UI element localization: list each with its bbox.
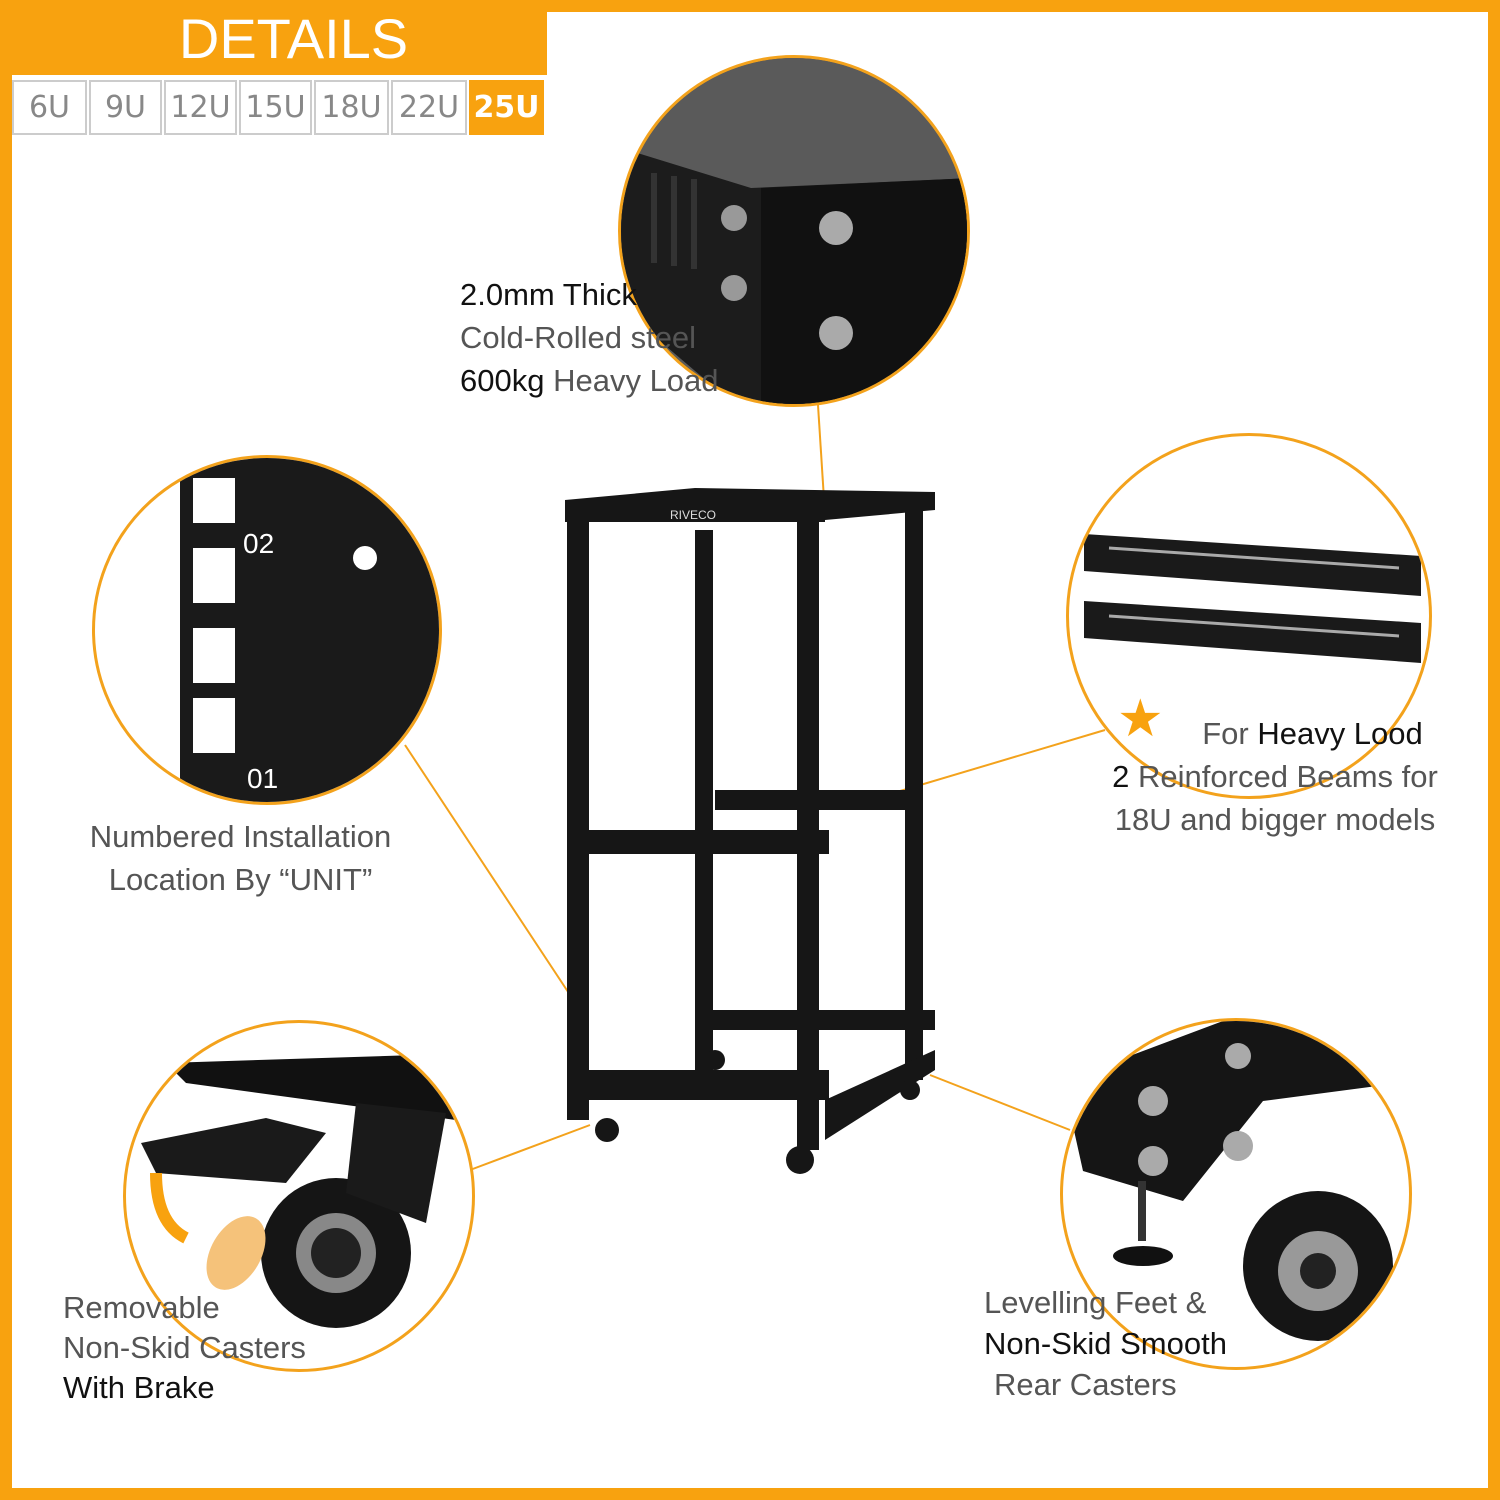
star-icon: ★ xyxy=(1117,690,1164,748)
casters-callout: Removable Non-Skid Casters With Brake xyxy=(63,1288,306,1408)
beams-for: For xyxy=(1202,716,1258,751)
details-header: DETAILS xyxy=(0,0,547,75)
tab-12u[interactable]: 12U xyxy=(164,80,237,135)
load-value: 600kg xyxy=(460,363,545,398)
unit-line-2: Location By “UNIT” xyxy=(108,862,373,897)
feet-line-2: Non-Skid Smooth xyxy=(984,1326,1227,1361)
casters-line-2: Non-Skid Casters xyxy=(63,1330,306,1365)
feet-line-3: Rear Casters xyxy=(994,1367,1177,1402)
unit-callout: Numbered Installation Location By “UNIT” xyxy=(73,815,408,901)
steel-line-1: 2.0mm Thick xyxy=(460,277,637,312)
casters-line-3: With Brake xyxy=(63,1370,215,1405)
size-tabs: 6U 9U 12U 15U 18U 22U 25U xyxy=(12,80,546,135)
tab-25u[interactable]: 25U xyxy=(469,80,544,135)
steel-line-2: Cold-Rolled steel xyxy=(460,320,697,355)
tab-9u[interactable]: 9U xyxy=(89,80,162,135)
open-frame-rack-image: RIVECO xyxy=(565,488,935,1174)
load-label: Heavy Load xyxy=(544,363,719,398)
casters-line-1: Removable xyxy=(63,1290,220,1325)
beams-heading: Heavy Lood xyxy=(1257,716,1423,751)
unit-numbering-image: 02 01 xyxy=(92,455,442,805)
corner-detail-image xyxy=(618,55,970,407)
beams-line-2: Reinforced Beams for xyxy=(1129,759,1438,794)
tab-15u[interactable]: 15U xyxy=(239,80,312,135)
levelling-feet-image xyxy=(1060,1018,1412,1370)
steel-callout: 2.0mm Thick Cold-Rolled steel 600kg Heav… xyxy=(460,273,719,402)
tab-22u[interactable]: 22U xyxy=(391,80,467,135)
beams-line-3: 18U and bigger models xyxy=(1114,802,1436,837)
beams-callout: ★ For Heavy Lood 2 Reinforced Beams for 1… xyxy=(1105,693,1445,841)
beam-count: 2 xyxy=(1112,759,1130,794)
feet-line-1: Levelling Feet & xyxy=(984,1285,1207,1320)
brand-logo: RIVECO xyxy=(670,508,716,522)
brake-caster-image xyxy=(123,1020,475,1372)
feet-callout: Levelling Feet & Non-Skid Smooth Rear Ca… xyxy=(984,1282,1227,1405)
unit-number-01: 01 xyxy=(247,763,278,794)
tab-18u[interactable]: 18U xyxy=(314,80,389,135)
beams-image xyxy=(1066,433,1432,799)
unit-line-1: Numbered Installation xyxy=(89,819,392,854)
unit-number-02: 02 xyxy=(243,528,274,559)
tab-6u[interactable]: 6U xyxy=(12,80,87,135)
